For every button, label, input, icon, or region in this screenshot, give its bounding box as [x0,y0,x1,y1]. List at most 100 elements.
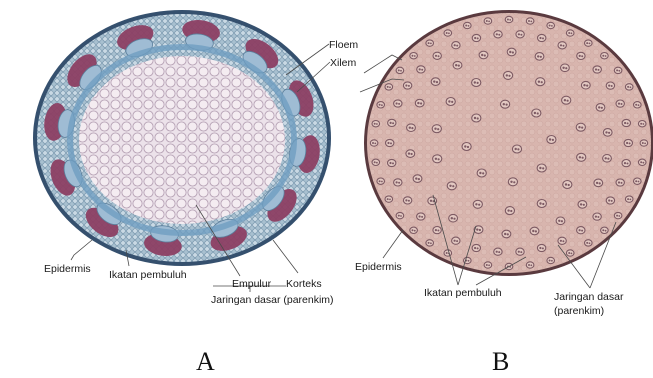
vascular-bundle-b [505,207,514,215]
label-floem: Floem [329,39,358,51]
vascular-bundle-b [606,197,614,204]
vascular-bundle-b [603,155,612,163]
vascular-bundle-b [640,140,648,146]
vascular-bundle-b [578,201,587,209]
vascular-bundle-b [407,124,416,132]
vascular-bundle-b [606,82,614,89]
vascular-bundle-b [464,22,472,28]
vascular-bundle-b [577,153,586,161]
vascular-bundle-b [601,227,609,233]
vascular-bundle-b [504,71,513,79]
vascular-bundle-b [484,262,492,268]
vascular-bundle-b [638,121,646,127]
label-jaringan-dasar-a: Jaringan dasar (parenkim) [211,294,334,306]
vascular-bundle-b [634,102,642,108]
vascular-bundle-b [446,98,455,106]
vascular-bundle-b [516,248,524,255]
vascular-bundle-b [577,227,585,234]
panel-letter-b: B [492,347,509,376]
vascular-bundle-b [377,178,385,184]
dicot-stem-section [33,10,331,266]
vascular-bundle-b [558,42,566,49]
vascular-bundle-b [547,257,555,263]
vascular-bundle-b [388,159,396,166]
vascular-bundle-b [562,96,571,104]
vascular-bundle-b [561,64,570,72]
label-empulur: Empulur [232,278,272,290]
vascular-bundle-b [385,196,393,202]
vascular-bundle-b [556,217,565,225]
label-korteks: Korteks [286,278,322,290]
label-ikatan-pembuluh-a: Ikatan pembuluh [109,269,187,281]
vascular-bundle-b [396,67,404,73]
vascular-bundle-b [472,114,481,122]
vascular-bundle-b [634,178,642,184]
vascular-bundle-b [538,34,546,41]
vascular-bundle-b [462,143,471,151]
vascular-bundle-b [472,244,480,251]
label-epidermis-b: Epidermis [355,261,402,273]
vascular-bundle-b [494,31,502,38]
vascular-bundle-b [625,84,633,90]
vascular-bundle-b [370,140,378,146]
label-parenkim-b: (parenkim) [554,305,604,317]
vascular-bundle-b [372,159,380,165]
vascular-bundle-b [526,18,534,24]
vascular-bundle-b [593,213,601,220]
vascular-bundle-b [410,227,418,233]
vascular-bundle-b [415,99,424,107]
vascular-bundle-b [532,109,541,117]
vascular-bundle-b [447,182,456,190]
vascular-bundle-b [426,240,434,246]
vascular-bundle-b [433,227,441,234]
panel-letter-a: A [196,347,215,376]
vascular-bundle-b [537,200,546,208]
vascular-bundle-b [585,240,593,246]
vascular-bundle-b [566,30,574,36]
label-jaringan-dasar-b: Jaringan dasar [554,291,624,303]
vascular-bundle-b [372,121,380,127]
vascular-bundle-b [444,30,452,36]
vascular-bundle-b [432,125,441,133]
vascular-bundle-b [453,61,462,69]
vascular-bundle-b [566,250,574,256]
vascular-bundle-b [507,48,516,56]
vascular-bundle-b [388,119,396,126]
vascular-bundle-b [585,40,593,46]
vascular-bundle-b [377,102,385,108]
vascular-bundle-b [394,179,402,186]
vascular-bundle-b [479,51,488,59]
vascular-bundle-b [594,179,603,187]
vascular-bundle-b [508,178,517,186]
vascular-bundle-b [614,212,622,218]
vascular-bundle-b [431,78,440,86]
vascular-bundle-b [502,230,511,238]
vascular-bundle-b [386,139,394,146]
vascular-bundle-b [537,164,546,172]
vascular-bundle-b [473,200,482,208]
vascular-bundle-b [406,150,415,158]
vascular-bundle-b [452,42,460,49]
vascular-bundle-b [622,160,630,167]
vascular-bundle-b [593,66,601,73]
vascular-bundle-b [638,159,646,165]
vascular-bundle-b [616,179,624,186]
label-ikatan-pembuluh-b: Ikatan pembuluh [424,287,502,299]
vascular-bundle-b [616,100,624,107]
vascular-bundle-b [530,227,539,235]
vascular-bundle-b [576,123,585,131]
vascular-bundle-b [452,237,460,244]
vascular-bundle-b [444,250,452,256]
vascular-bundle-b [581,81,590,89]
vascular-bundle-b [516,31,524,38]
vascular-bundle-b [512,145,521,153]
vascular-bundle-b [394,100,402,107]
monocot-stem-section [364,10,653,276]
vascular-bundle-b [433,52,441,59]
vascular-bundle-b [403,82,411,89]
vascular-bundle-b [603,129,612,137]
vascular-bundle-b [477,169,486,177]
vascular-bundle-b [614,67,622,73]
vascular-bundle-b [413,175,422,183]
vascular-bundle-b [472,34,480,41]
